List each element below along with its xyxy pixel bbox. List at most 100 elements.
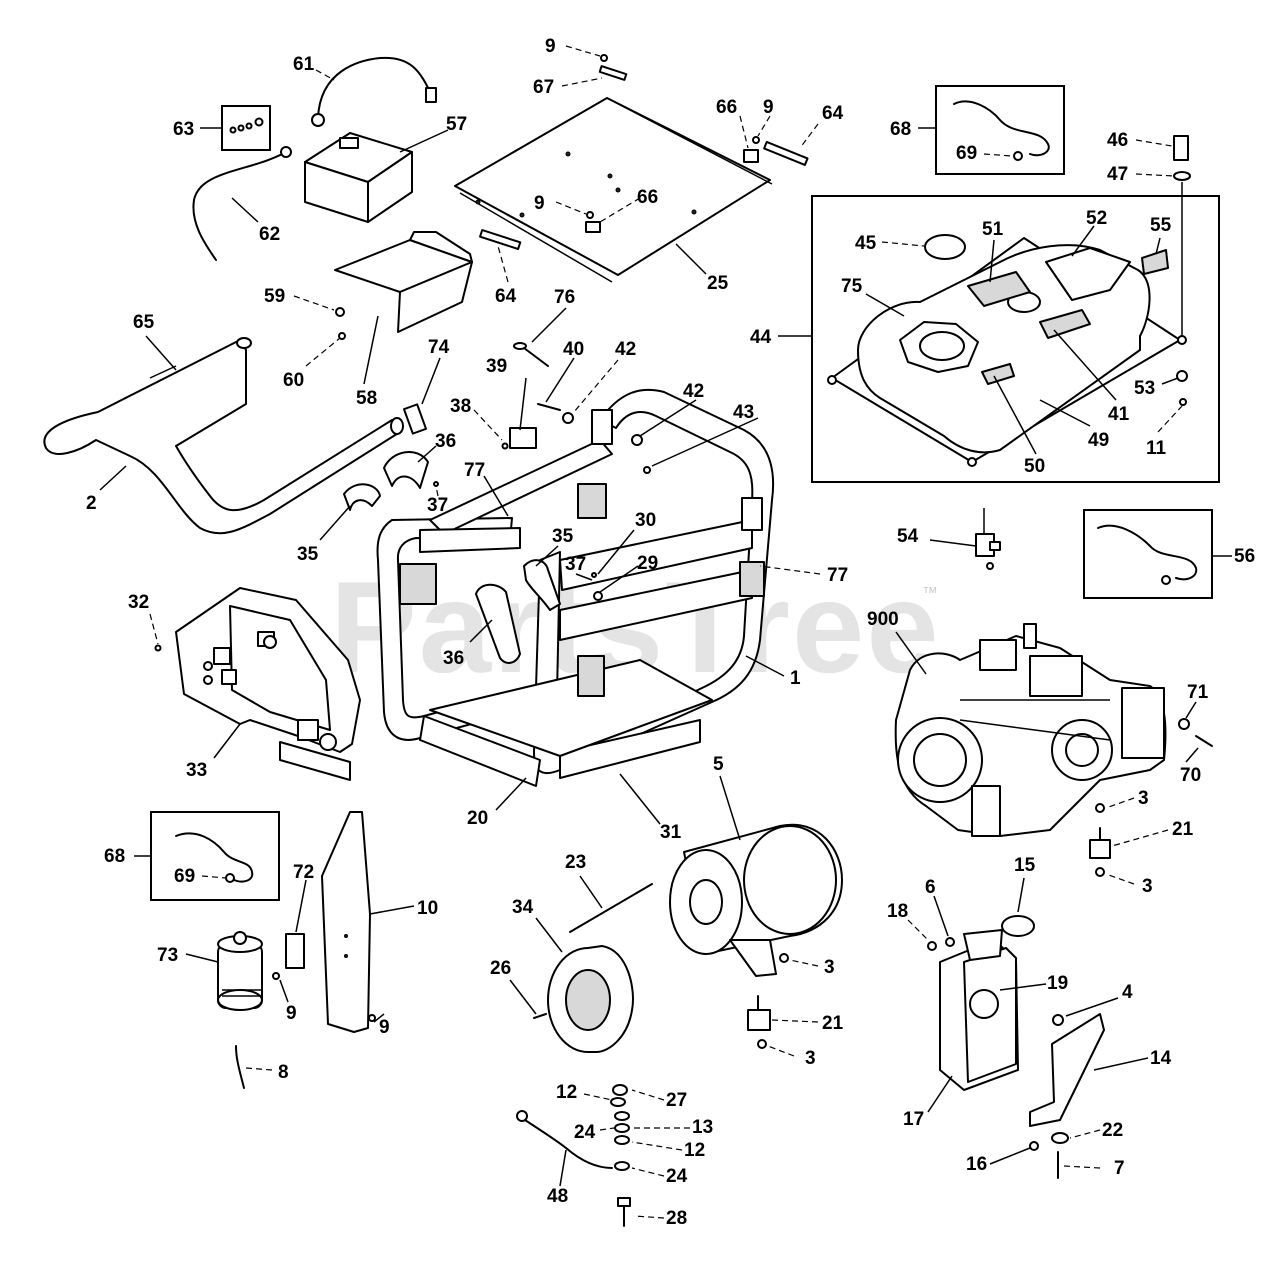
callout-51: 51	[982, 219, 1004, 240]
callout-39: 39	[486, 356, 507, 377]
leader-lines	[99, 45, 1232, 1219]
callout-9: 9	[763, 97, 774, 118]
callout-3: 3	[1138, 788, 1149, 809]
callout-33: 33	[186, 760, 207, 781]
callout-9: 9	[534, 193, 545, 214]
callout-66: 66	[716, 97, 737, 118]
callout-69: 69	[956, 143, 977, 164]
fuel-hose-69-top	[953, 100, 1050, 157]
callout-57: 57	[446, 114, 467, 135]
hardware-kit-63-box	[221, 105, 271, 151]
callout-14: 14	[1150, 1048, 1172, 1069]
callout-4: 4	[1122, 982, 1133, 1003]
callout-62: 62	[259, 224, 280, 245]
callout-26: 26	[490, 958, 511, 979]
battery-tray-58	[334, 231, 473, 340]
battery-cable-61-end	[311, 113, 325, 127]
callout-32: 32	[128, 592, 149, 613]
callout-48: 48	[547, 1186, 568, 1207]
callout-43: 43	[733, 402, 754, 423]
hose-clamp-69-bottom	[225, 873, 235, 883]
callout-73: 73	[157, 945, 178, 966]
fuel-hose-kit-56	[1083, 509, 1213, 599]
callout-35: 35	[297, 544, 319, 565]
callout-37: 37	[427, 495, 448, 516]
small-hardware-frame	[501, 342, 651, 601]
callout-76: 76	[554, 287, 575, 308]
callout-37: 37	[565, 554, 586, 575]
callout-36: 36	[435, 431, 456, 452]
tank-hardware	[1173, 135, 1191, 406]
callout-66: 66	[637, 187, 658, 208]
callout-9: 9	[379, 1017, 390, 1038]
callout-77: 77	[827, 565, 848, 586]
callout-5: 5	[713, 754, 724, 775]
callout-75: 75	[841, 276, 863, 297]
muffler-17	[927, 915, 1035, 1091]
callout-45: 45	[855, 233, 877, 254]
fuel-filter-73	[217, 931, 263, 1011]
callout-46: 46	[1107, 130, 1128, 151]
bracket-66-top	[743, 136, 809, 166]
callout-58: 58	[356, 388, 377, 409]
callout-60: 60	[283, 370, 304, 391]
callout-52: 52	[1086, 208, 1107, 229]
callout-67: 67	[533, 77, 554, 98]
fuel-tank-49	[827, 237, 1187, 467]
callout-69: 69	[174, 866, 195, 887]
callout-64: 64	[495, 286, 517, 307]
battery-cable-61	[317, 56, 433, 119]
callout-53: 53	[1134, 378, 1155, 399]
callout-900: 900	[867, 609, 899, 630]
callout-34: 34	[512, 897, 534, 918]
callout-9: 9	[545, 36, 556, 57]
callout-42: 42	[683, 381, 704, 402]
callout-27: 27	[666, 1090, 687, 1111]
callout-3: 3	[1142, 876, 1153, 897]
callout-71: 71	[1187, 682, 1209, 703]
fuel-hose-kit-68-bottom	[150, 811, 280, 901]
callout-70: 70	[1180, 765, 1201, 786]
top-cover-plate	[454, 54, 773, 283]
fuel-hose-56	[1097, 524, 1198, 581]
side-panel-10	[321, 811, 376, 1033]
callout-3: 3	[805, 1048, 816, 1069]
callout-9: 9	[286, 1003, 297, 1024]
callout-42: 42	[615, 339, 636, 360]
bracket-72	[285, 933, 305, 969]
screw-9-filter	[272, 972, 280, 980]
callout-16: 16	[966, 1154, 987, 1175]
ground-wire-48	[516, 1084, 631, 1227]
battery-57	[304, 132, 413, 223]
callout-65: 65	[133, 312, 155, 333]
callout-15: 15	[1014, 855, 1036, 876]
callout-24: 24	[574, 1122, 596, 1143]
callout-11: 11	[1146, 438, 1167, 459]
callout-44: 44	[750, 327, 772, 348]
callout-18: 18	[887, 901, 908, 922]
callout-8: 8	[278, 1062, 289, 1083]
callout-31: 31	[660, 822, 682, 843]
watermark-trademark: ™	[922, 585, 938, 602]
handle-grip-74	[402, 403, 428, 435]
callout-40: 40	[563, 339, 584, 360]
callout-6: 6	[925, 877, 936, 898]
fuel-valve-54	[975, 508, 1001, 570]
callout-1: 1	[790, 668, 801, 689]
callout-74: 74	[428, 337, 450, 358]
callout-23: 23	[565, 852, 586, 873]
callout-19: 19	[1047, 973, 1068, 994]
grommet-35-front	[523, 559, 561, 611]
through-bolt-23	[569, 883, 653, 933]
callout-36: 36	[443, 648, 464, 669]
callout-28: 28	[666, 1208, 687, 1229]
grommet-36-front	[475, 583, 521, 664]
callout-21: 21	[1172, 819, 1194, 840]
rotor-fan-34	[533, 945, 634, 1053]
hose-clamp-56	[1161, 575, 1171, 585]
callout-68: 68	[104, 846, 125, 867]
hose-clamp-69-top	[1013, 151, 1023, 161]
callout-56: 56	[1234, 546, 1255, 567]
callout-41: 41	[1108, 404, 1130, 425]
